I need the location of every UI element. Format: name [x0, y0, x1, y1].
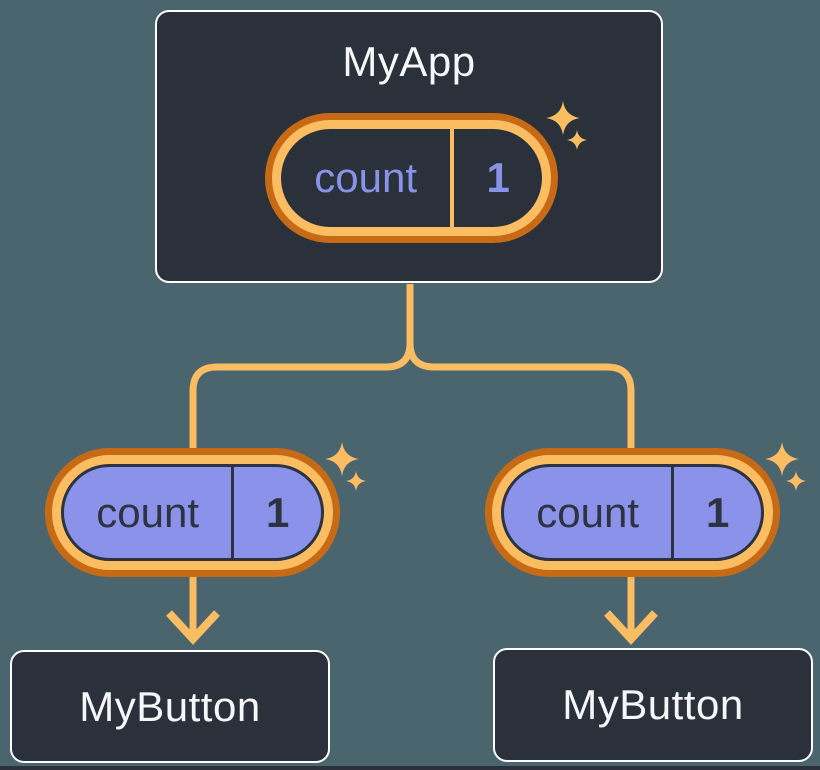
component-name-myapp: MyApp	[342, 38, 476, 85]
state-pill-inner-ring: count 1	[272, 120, 551, 236]
component-name-mybutton-right: MyButton	[562, 681, 744, 728]
state-label: count	[536, 488, 640, 536]
state-value: 1	[486, 154, 510, 201]
state-pill-divider	[671, 467, 675, 558]
state-pill-myapp: count 1	[265, 113, 558, 243]
state-pill-mybutton-left: count 1	[45, 448, 340, 577]
arrow-down-icon	[166, 610, 220, 645]
state-pill-inner-ring: count 1	[492, 455, 773, 570]
state-pill-divider	[450, 129, 455, 227]
component-name-mybutton-left: MyButton	[79, 682, 261, 730]
state-pill-inner-ring: count 1	[52, 455, 333, 570]
state-value: 1	[705, 488, 730, 536]
arrow-down-icon	[604, 610, 658, 645]
state-value: 1	[265, 488, 290, 536]
component-node-mybutton-right: MyButton	[493, 648, 813, 762]
component-node-mybutton-left: MyButton	[10, 650, 330, 763]
state-label: count	[96, 488, 200, 536]
state-label: count	[314, 154, 418, 201]
state-pill-mybutton-right: count 1	[485, 448, 780, 577]
cropped-card-edge	[0, 766, 820, 770]
